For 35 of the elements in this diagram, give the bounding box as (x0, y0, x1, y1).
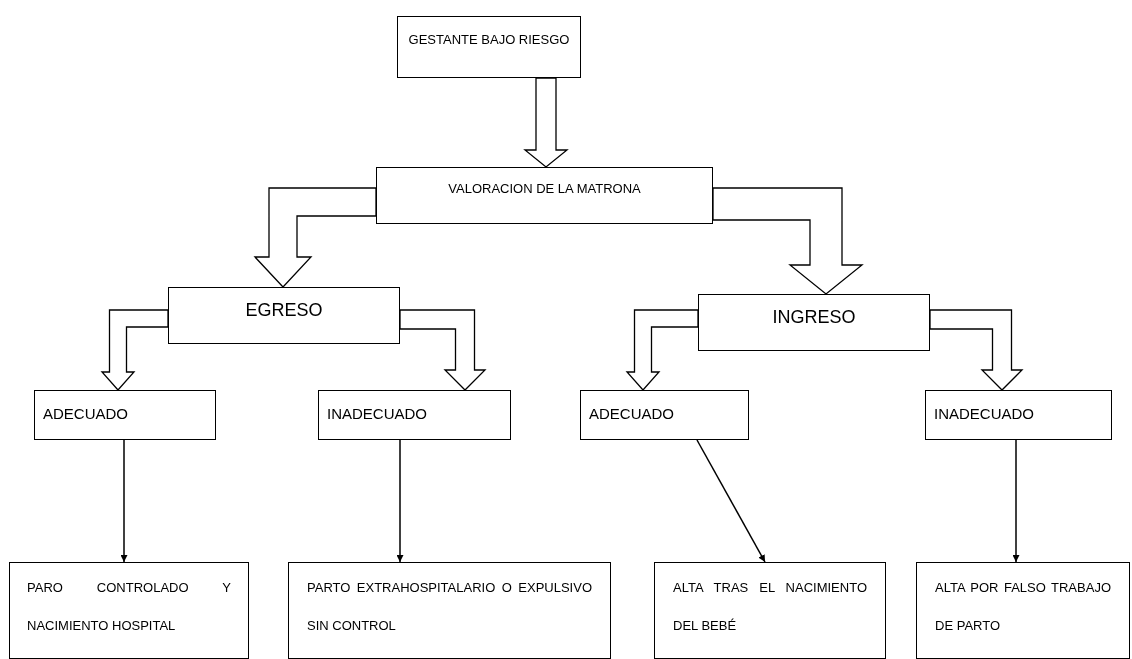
arrow (1012, 439, 1020, 563)
box-text: PARO CONTROLADO Y NACIMIENTO HOSPITAL (27, 579, 231, 635)
block-arrow (523, 77, 569, 168)
process-box (916, 562, 1130, 659)
process-box (580, 390, 749, 440)
block-arrow (625, 309, 699, 391)
process-box (288, 562, 611, 659)
box-text: EGRESO (244, 299, 324, 322)
arrow (120, 439, 128, 563)
box-text: GESTANTE BAJO RIESGO (407, 31, 571, 49)
arrow (396, 439, 404, 563)
process-box (168, 287, 400, 344)
box-text: INGRESO (771, 306, 857, 329)
process-box (698, 294, 930, 351)
process-box (9, 562, 249, 659)
process-box (654, 562, 886, 659)
process-box (397, 16, 581, 78)
arrow (696, 439, 766, 563)
process-box (318, 390, 511, 440)
box-text: ALTA TRAS EL NACIMIENTO DEL BEBÉ (673, 579, 867, 635)
block-arrow (712, 187, 864, 295)
box-text: ALTA POR FALSO TRABAJO DE PARTO (935, 579, 1111, 635)
box-text: PARTO EXTRAHOSPITALARIO O EXPULSIVO SIN CONTROL (307, 579, 592, 635)
block-arrow (100, 309, 169, 391)
box-text: ADECUADO (43, 404, 129, 424)
block-arrow (253, 187, 377, 288)
box-text: INADECUADO (934, 404, 1035, 424)
process-box (376, 167, 713, 224)
block-arrow (399, 309, 487, 391)
process-box (34, 390, 216, 440)
box-text: ADECUADO (589, 404, 675, 424)
box-text: VALORACION DE LA MATRONA (447, 180, 642, 198)
block-arrow (929, 309, 1024, 391)
box-text: INADECUADO (327, 404, 428, 424)
process-box (925, 390, 1112, 440)
